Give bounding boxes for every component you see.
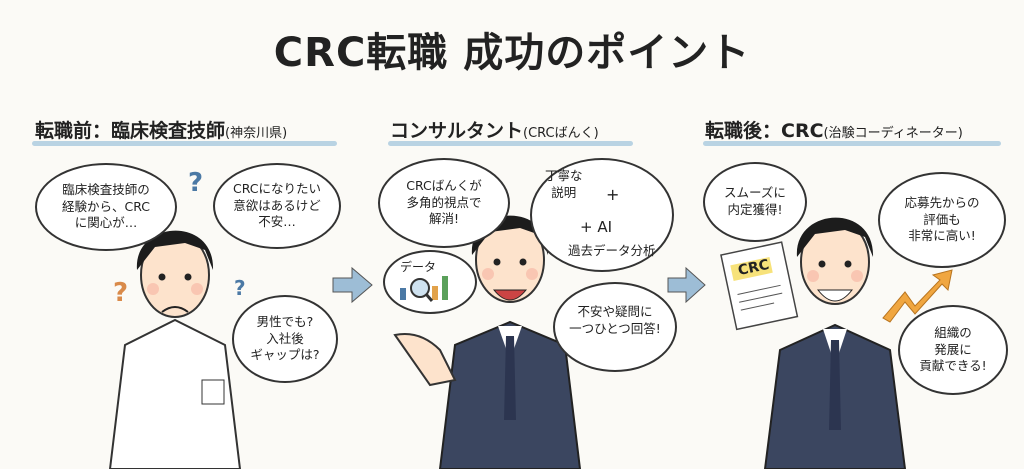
- underline: [32, 141, 337, 146]
- person-before: [108, 229, 242, 469]
- thought-bubble: CRCになりたい 意欲はあるけど 不安…: [213, 163, 341, 249]
- heading-before-note: (神奈川県): [225, 126, 288, 141]
- heading-consultant-text: コンサルタント: [390, 120, 524, 142]
- speech-bubble-ai: [530, 158, 674, 272]
- speech-bubble: 不安や疑問に 一つひとつ回答!: [553, 282, 677, 372]
- person-after: [763, 216, 907, 469]
- heading-consultant-note: (CRCばんく): [523, 126, 599, 141]
- question-mark: ?: [188, 168, 204, 198]
- ai-label: + AI: [580, 218, 613, 236]
- heading-consultant: コンサルタント(CRCばんく): [390, 116, 599, 143]
- thought-bubble: 男性でも? 入社後 ギャップは?: [232, 295, 338, 383]
- question-mark: ?: [113, 278, 129, 308]
- heading-after-note: (治験コーディネーター): [823, 126, 963, 141]
- speech-bubble: CRCばんくが 多角的視点で 解消!: [378, 158, 510, 248]
- flow-arrow-2: [667, 266, 706, 304]
- explanation-text: 丁寧な 説明: [545, 168, 583, 200]
- speech-bubble: スムーズに 内定獲得!: [703, 162, 807, 242]
- person-consultant: [393, 214, 582, 469]
- data-bubble: [383, 250, 477, 314]
- heading-after-text: 転職後：CRC: [705, 120, 824, 142]
- heading-before: 転職前：臨床検査技師(神奈川県): [35, 116, 287, 143]
- heading-after: 転職後：CRC(治験コーディネーター): [705, 116, 963, 143]
- trend-up-arrow-icon: [882, 269, 953, 323]
- page-title: CRC転職 成功のポイント: [273, 30, 751, 76]
- document-icon: [720, 241, 799, 331]
- speech-bubble: 応募先からの 評価も 非常に高い!: [878, 172, 1006, 268]
- plus-sign: +: [606, 185, 620, 204]
- magnifier-chart-icon: [400, 276, 448, 302]
- underline: [703, 141, 1001, 146]
- underline: [388, 141, 633, 146]
- data-analysis-label: 過去データ分析: [568, 243, 656, 258]
- data-label: データ: [400, 260, 437, 274]
- flow-arrow-1: [332, 266, 373, 304]
- question-mark: ?: [234, 276, 246, 300]
- speech-bubble: 組織の 発展に 貢献できる!: [898, 305, 1008, 395]
- thought-bubble: 臨床検査技師の 経験から、CRC に関心が…: [35, 163, 177, 251]
- heading-before-text: 転職前：臨床検査技師: [35, 120, 226, 142]
